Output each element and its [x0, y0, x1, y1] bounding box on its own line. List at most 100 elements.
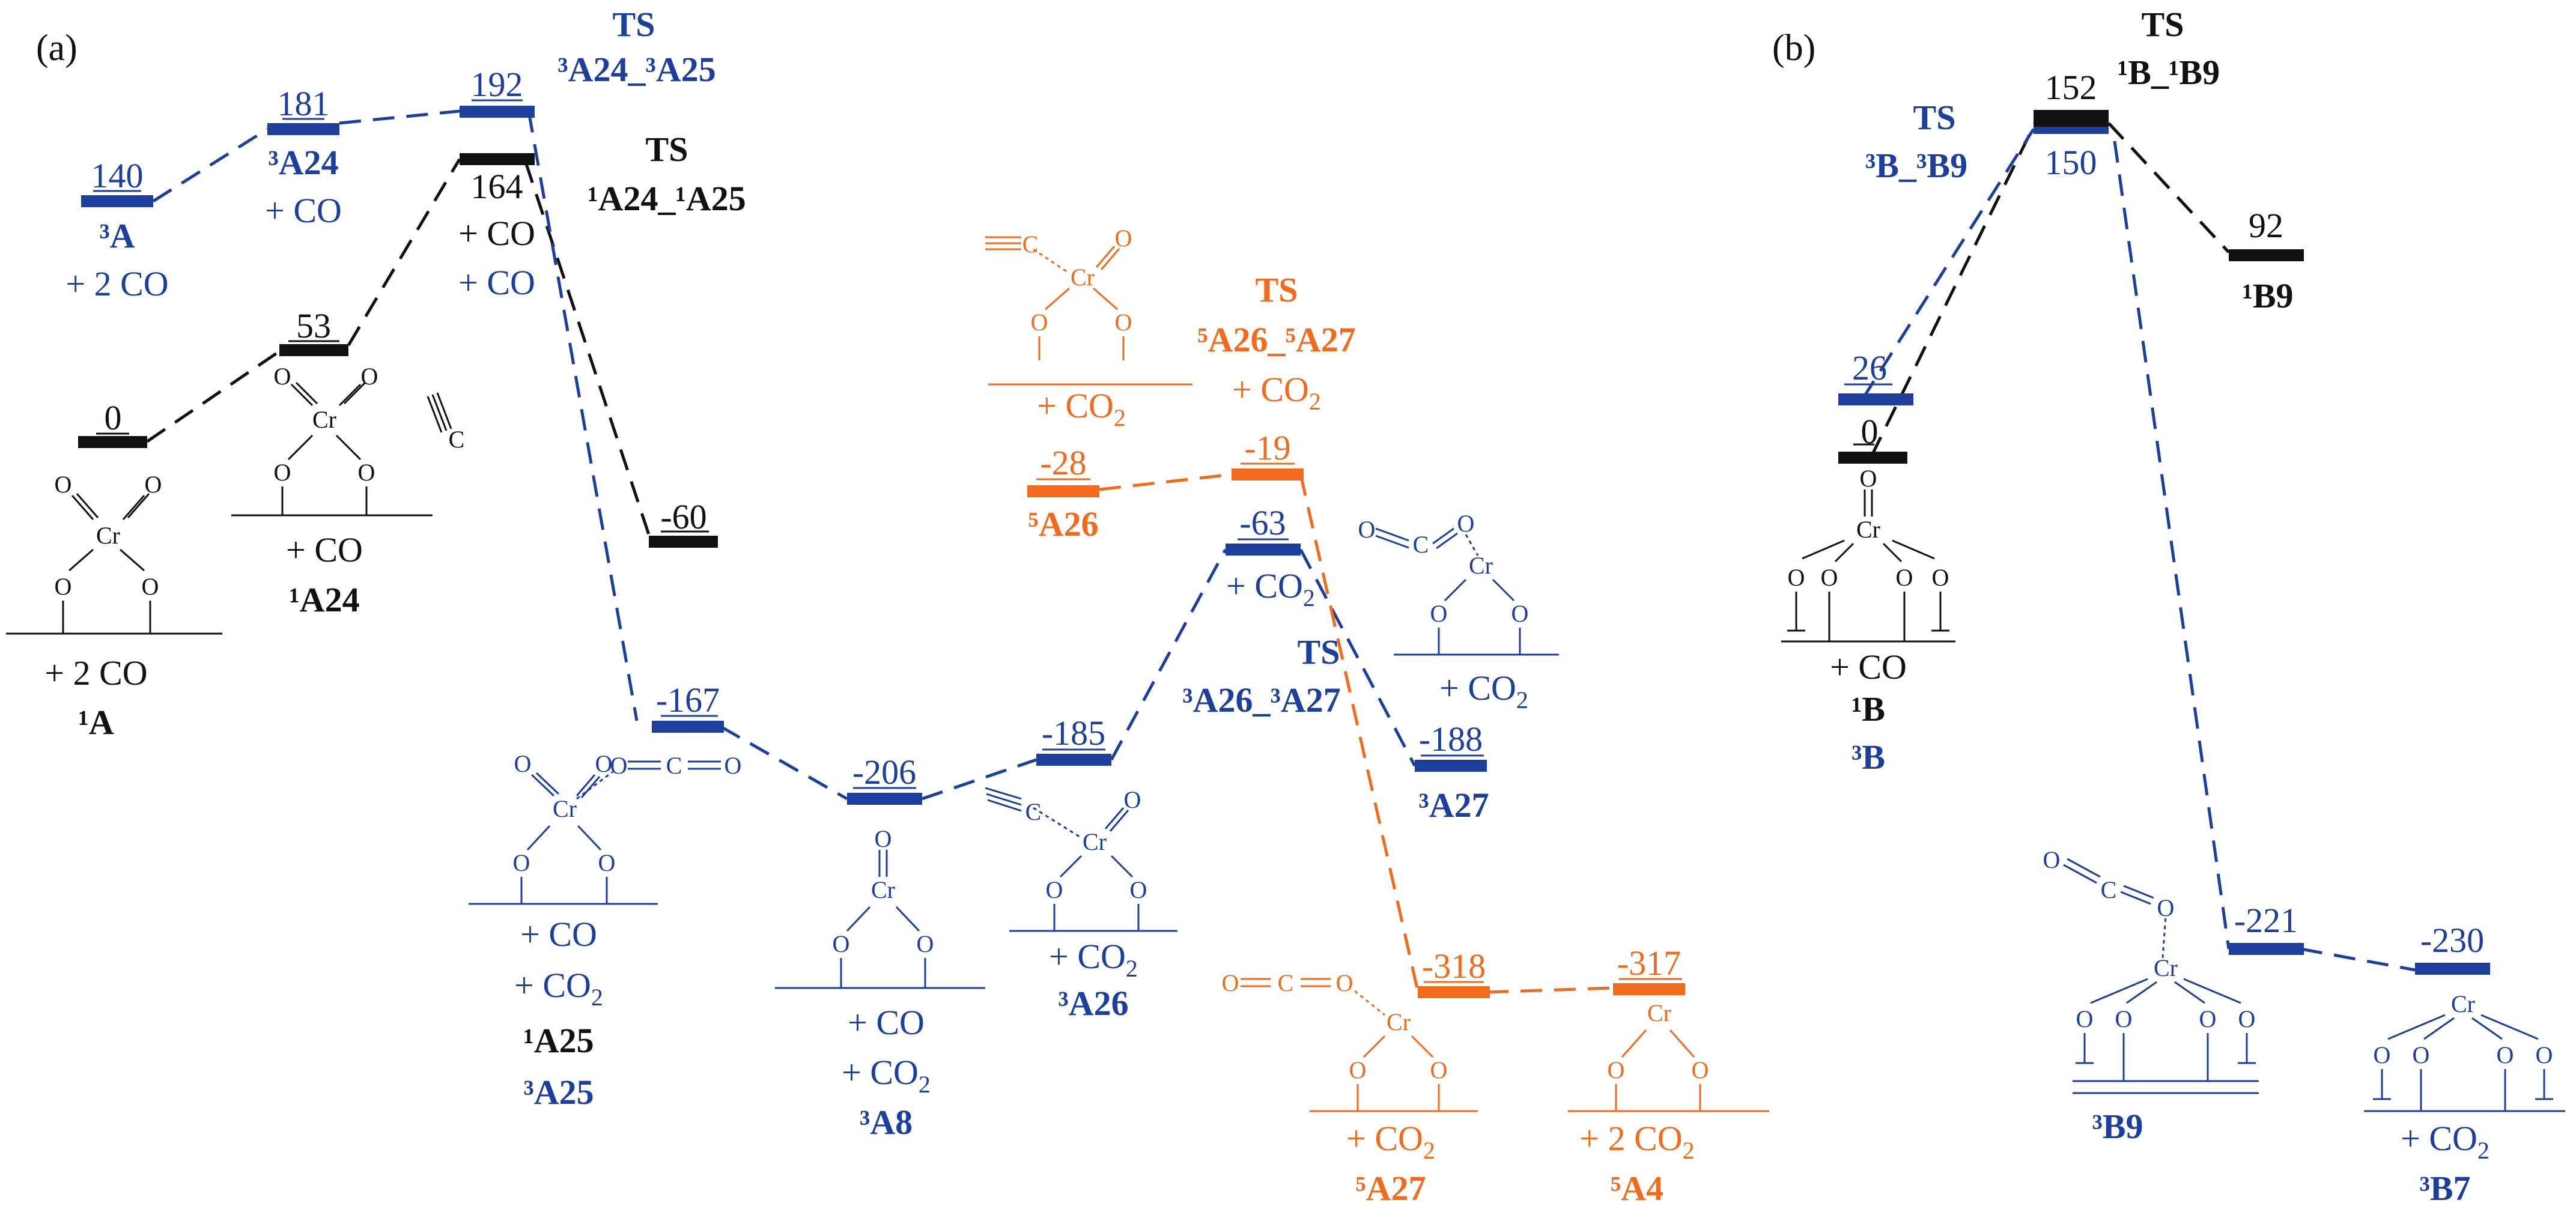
cr-atom: Cr — [1071, 264, 1095, 291]
o-atom: O — [2238, 1005, 2256, 1032]
level-value-3a27: -188 — [1419, 720, 1483, 759]
level-bar-3a8 — [847, 793, 922, 805]
label-1b: ¹B — [1852, 689, 1885, 729]
level-bar-3a26 — [1036, 754, 1111, 766]
level-bar-3b9 — [2229, 943, 2304, 955]
cr-atom: Cr — [871, 876, 895, 903]
level-value-ts-1b: 152 — [2045, 68, 2097, 107]
level-value-3a26: -185 — [1042, 714, 1105, 753]
o-atom: O — [1115, 309, 1132, 336]
path-1a24-ts — [347, 158, 461, 347]
ts-co-black: + CO — [458, 214, 535, 253]
path-ts-5a27 — [1299, 474, 1420, 992]
o-atom: O — [274, 363, 291, 390]
label-a8-co2: + CO2 — [842, 1053, 931, 1098]
o-atom: O — [2115, 1005, 2133, 1032]
level-bar-3b — [1838, 393, 1913, 405]
level-value-5a4: -317 — [1617, 944, 1681, 983]
ts-3b-name: ³B_³B9 — [1865, 146, 1967, 185]
level-bar-5a27 — [1418, 986, 1490, 998]
level-bar-1b9 — [2229, 249, 2304, 261]
path-ts-3b9 — [2113, 141, 2231, 950]
cr-atom: Cr — [1469, 552, 1493, 579]
level-value-ts-3b: 150 — [2045, 143, 2097, 182]
panel-a-label: (a) — [36, 28, 77, 68]
o-atom: O — [1358, 516, 1376, 543]
panel-b-connectors — [1861, 113, 2416, 972]
structure-1a — [6, 493, 222, 635]
panel-b-levels: 0 26 152 150 92 -221 -230 — [1838, 68, 2490, 975]
o-atom: O — [2497, 1041, 2514, 1068]
o-atom: O — [610, 752, 628, 779]
level-bar-3a25 — [652, 721, 724, 733]
label-ts26t-title: TS — [1298, 632, 1340, 671]
label-3a24: ³A24 — [268, 143, 338, 182]
cr-atom: Cr — [2154, 954, 2178, 981]
label-5a4: ⁵A4 — [1611, 1169, 1663, 1208]
level-bar-1a25 — [649, 536, 718, 548]
o-atom: O — [1046, 876, 1063, 903]
panel-a-structures: Cr O O O O Cr O O O O C Cr — [6, 225, 1769, 1112]
level-bar-1a24 — [279, 344, 348, 356]
o-atom: O — [1031, 309, 1048, 336]
cr-atom: Cr — [1856, 516, 1880, 543]
path-5a26-ts — [1099, 473, 1232, 491]
label-3a26: ³A26 — [1058, 984, 1128, 1023]
c-atom: C — [666, 752, 682, 779]
label-mol-3a27-co2: + CO2 — [1439, 668, 1528, 714]
o-atom: O — [1430, 1056, 1448, 1083]
label-3a25: ³A25 — [523, 1073, 594, 1112]
structure-5a27 — [1241, 978, 1478, 1112]
label-3a: ³A — [99, 216, 135, 255]
level-bar-5a26 — [1027, 485, 1099, 497]
o-atom: O — [1821, 564, 1838, 591]
o-atom: O — [142, 573, 159, 600]
path-ts-3a27 — [1299, 548, 1417, 767]
path-1b-ts — [1870, 113, 2041, 458]
level-value-ts-3a24-3a25: 192 — [471, 65, 523, 104]
cr-atom: Cr — [312, 406, 336, 433]
cr-atom: Cr — [1387, 1008, 1411, 1035]
cr-atom: Cr — [553, 795, 577, 822]
o-atom: O — [55, 471, 72, 498]
label-3a8: ³A8 — [860, 1103, 913, 1142]
label-3b7: ³B7 — [2419, 1169, 2470, 1208]
cr-atom: Cr — [2451, 990, 2475, 1017]
label-1a24-co: + CO — [286, 530, 363, 569]
panel-a-connectors — [146, 109, 1614, 994]
label-1a: ¹A — [78, 703, 114, 742]
label-ts26q-title: TS — [1256, 270, 1298, 309]
o-atom: O — [145, 471, 162, 498]
c-atom: C — [2101, 876, 2117, 903]
label-a25-co2: + CO2 — [514, 966, 603, 1011]
o-atom: O — [1430, 600, 1448, 627]
level-bar-ts-1a24-1a25 — [460, 153, 535, 165]
path-3a8-3a26 — [922, 758, 1037, 801]
ts-1a24-name: ¹A24_¹A25 — [588, 179, 746, 218]
label-ts26t-name: ³A26_³A27 — [1182, 680, 1341, 720]
o-atom: O — [2536, 1041, 2553, 1068]
level-bar-3a24 — [267, 123, 339, 135]
label-3b: ³B — [1852, 738, 1885, 777]
label-3b9: ³B9 — [2092, 1107, 2143, 1146]
level-value-3b: 26 — [1852, 348, 1887, 387]
o-atom: O — [2199, 1005, 2217, 1032]
o-atom: O — [1511, 600, 1529, 627]
level-value-ts-5a26-5a27: -19 — [1244, 428, 1290, 467]
o-atom: O — [1222, 969, 1239, 996]
o-atom: O — [1115, 225, 1132, 252]
level-value-3b9: -221 — [2234, 901, 2298, 940]
path-1a-1a24 — [146, 350, 281, 443]
path-3a-3a24 — [152, 127, 269, 203]
level-value-ts-3a26-3a27: -63 — [1239, 503, 1286, 542]
structure-1a24 — [231, 381, 452, 517]
ts-3a24-name: ³A24_³A25 — [557, 50, 716, 89]
ts-co-blue: + CO — [458, 263, 535, 302]
structure-5a4 — [1568, 1029, 1769, 1112]
structure-3a26 — [985, 787, 1177, 932]
o-atom: O — [1130, 876, 1147, 903]
ts-1a24-title: TS — [646, 130, 688, 169]
level-value-3a8: -206 — [852, 753, 916, 792]
label-1a-co: + 2 CO — [44, 653, 147, 692]
path-ts-3a25 — [527, 111, 639, 721]
